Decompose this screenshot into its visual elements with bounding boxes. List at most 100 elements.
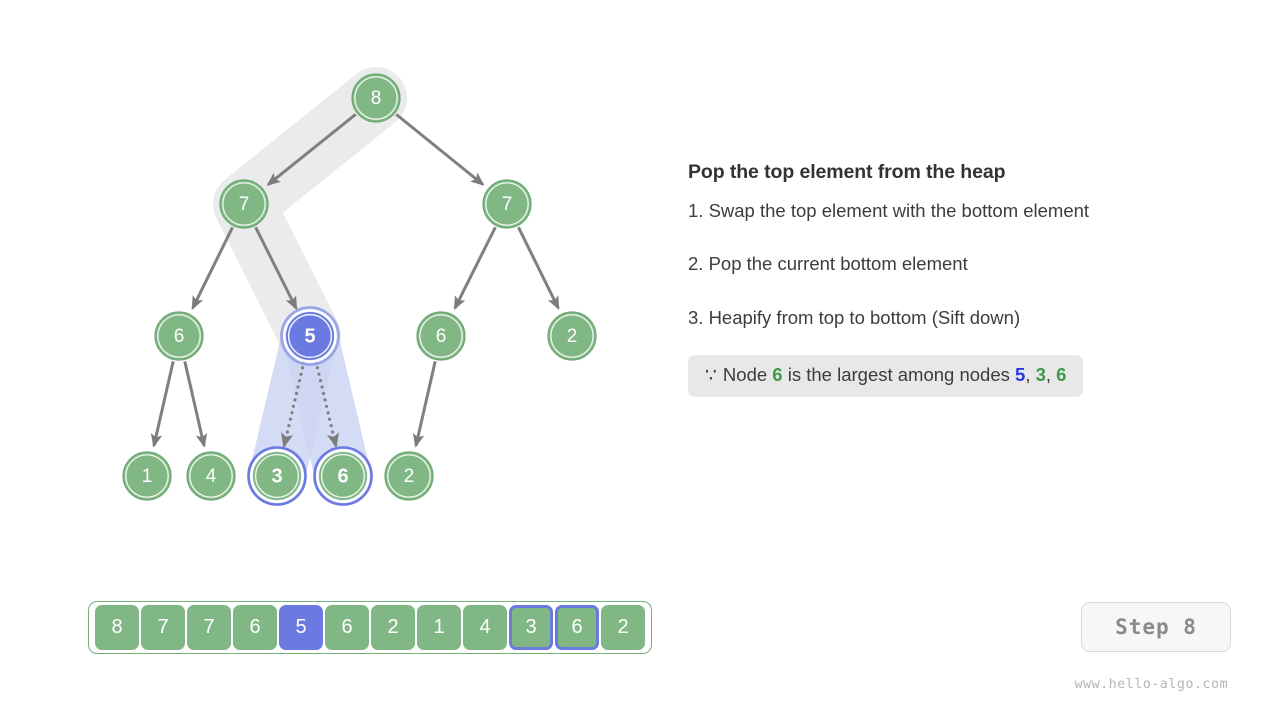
reason-prefix: Node: [722, 363, 768, 385]
node-value: 5: [304, 326, 315, 348]
tree-edge: [150, 361, 175, 448]
reason-candidate-0: 5: [1015, 363, 1026, 385]
tree-edge: [266, 113, 357, 186]
node-gap-ring: [250, 449, 304, 503]
array-cell: 6: [325, 605, 369, 650]
array-cell: 6: [233, 605, 277, 650]
node-outer-ring: [247, 446, 307, 506]
node-gap-ring: [283, 309, 337, 363]
step-badge: Step 8: [1081, 602, 1231, 652]
tree-node: 4: [186, 451, 236, 501]
node-disc: [547, 311, 597, 361]
node-outer-ring: [280, 306, 340, 366]
tree-edge: [412, 361, 437, 448]
node-outer-ring: [313, 446, 373, 506]
because-symbol: ∵: [705, 363, 718, 385]
tree-node: 6: [154, 311, 204, 361]
node-disc: [186, 451, 236, 501]
array-cell: 2: [601, 605, 645, 650]
tree-node: 2: [384, 451, 434, 501]
tree-edge: [254, 226, 298, 311]
tree-edge: [191, 226, 234, 311]
node-value: 6: [174, 326, 185, 347]
array-cell: 7: [141, 605, 185, 650]
array-cell: 6: [555, 605, 599, 650]
heap-tree-diagram: 8 7 7 6 5 6 2 1 4 3 6 2: [0, 0, 700, 560]
tree-edge: [395, 113, 485, 186]
tree-node: 8: [351, 73, 401, 123]
reason-sep-0: ,: [1025, 363, 1036, 385]
tree-edge: [453, 226, 497, 311]
node-disc: [482, 179, 532, 229]
node-disc: [253, 452, 301, 500]
node-value: 4: [206, 466, 217, 487]
array-cell: 3: [509, 605, 553, 650]
node-inner-ring: [125, 454, 169, 498]
heap-tree-svg: 8 7 7 6 5 6 2 1 4 3 6 2: [122, 67, 597, 506]
tree-node: 2: [547, 311, 597, 361]
array-cell: 1: [417, 605, 461, 650]
node-value: 2: [404, 466, 415, 487]
node-disc: [319, 452, 367, 500]
info-panel: Pop the top element from the heap 1. Swa…: [688, 160, 1228, 397]
tree-node: 5: [280, 306, 340, 366]
reason-candidate-2: 6: [1056, 363, 1067, 385]
tree-node: 3: [247, 446, 307, 506]
array-cell: 7: [187, 605, 231, 650]
array-cell: 2: [371, 605, 415, 650]
node-value: 7: [239, 194, 250, 215]
tree-node: 6: [313, 446, 373, 506]
tree-node: 6: [416, 311, 466, 361]
node-inner-ring: [550, 314, 594, 358]
instruction-step-3: 3. Heapify from top to bottom (Sift down…: [688, 306, 1021, 328]
node-value: 3: [271, 466, 282, 488]
node-inner-ring: [222, 182, 266, 226]
node-disc: [351, 73, 401, 123]
page-title: Pop the top element from the heap: [688, 161, 1006, 183]
tree-node: 1: [122, 451, 172, 501]
node-disc: [154, 311, 204, 361]
node-value: 2: [567, 326, 578, 347]
node-disc: [286, 312, 334, 360]
node-gap-ring: [316, 449, 370, 503]
tree-edges-layer: [150, 113, 560, 448]
reason-callout: ∵ Node 6 is the largest among nodes 5, 3…: [688, 354, 1084, 397]
tree-edge: [183, 361, 208, 448]
node-value: 7: [502, 194, 513, 215]
tree-edge: [517, 226, 560, 311]
node-inner-ring: [254, 453, 300, 499]
node-value: 6: [337, 466, 348, 488]
reason-largest-value: 6: [772, 363, 783, 385]
array-cell: 8: [95, 605, 139, 650]
reason-candidate-1: 3: [1035, 363, 1046, 385]
node-value: 8: [371, 88, 382, 109]
tree-edge-dotted: [280, 359, 306, 448]
tree-edge-dotted: [314, 359, 340, 448]
tree-nodes-layer: 8 7 7 6 5 6 2 1 4 3 6 2: [122, 73, 597, 506]
node-disc: [416, 311, 466, 361]
node-value: 6: [436, 326, 447, 347]
tree-node: 7: [219, 179, 269, 229]
array-cell: 5: [279, 605, 323, 650]
watermark: www.hello-algo.com: [1074, 676, 1228, 692]
reason-middle: is the largest among nodes: [787, 363, 1010, 385]
reason-sep-1: ,: [1045, 363, 1057, 385]
array-cell: 4: [463, 605, 507, 650]
node-inner-ring: [354, 76, 398, 120]
instruction-step-1: 1. Swap the top element with the bottom …: [688, 200, 1090, 222]
node-disc: [219, 179, 269, 229]
instruction-step-2: 2. Pop the current bottom element: [688, 253, 968, 275]
node-value: 1: [142, 466, 153, 487]
node-inner-ring: [320, 453, 366, 499]
node-inner-ring: [287, 313, 333, 359]
node-disc: [384, 451, 434, 501]
node-inner-ring: [419, 314, 463, 358]
node-inner-ring: [485, 182, 529, 226]
node-inner-ring: [157, 314, 201, 358]
node-disc: [122, 451, 172, 501]
highlight-bands-layer: [213, 67, 407, 504]
node-inner-ring: [387, 454, 431, 498]
node-inner-ring: [189, 454, 233, 498]
tree-node: 7: [482, 179, 532, 229]
